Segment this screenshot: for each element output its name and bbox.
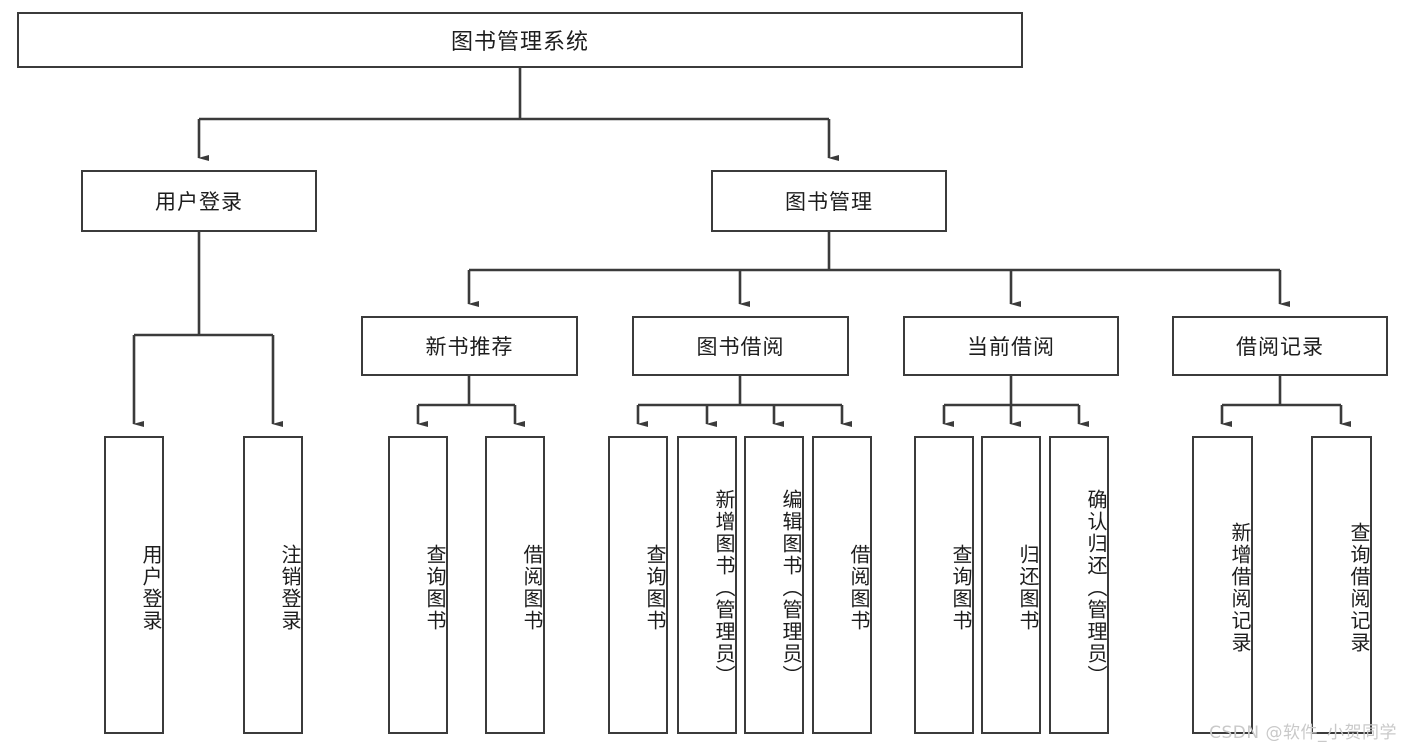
leaf-query-borrow-record[interactable]: 查询借阅记录	[1311, 436, 1372, 734]
leaf-query-book-current[interactable]: 查询图书	[914, 436, 974, 734]
node-level3-borrow-record[interactable]: 借阅记录	[1172, 316, 1388, 376]
node-level2-user-login[interactable]: 用户登录	[81, 170, 317, 232]
node-label: 新增借阅记录	[1228, 522, 1252, 654]
leaf-logout[interactable]: 注销登录	[243, 436, 303, 734]
node-label: 编辑图书（管理员）	[779, 489, 803, 687]
leaf-return-book[interactable]: 归还图书	[981, 436, 1041, 734]
leaf-borrow-book-recommend[interactable]: 借阅图书	[485, 436, 545, 734]
leaf-user-login[interactable]: 用户登录	[104, 436, 164, 734]
node-label: 查询图书	[643, 544, 667, 632]
node-label: 用户登录	[155, 190, 243, 214]
node-level3-book-borrow[interactable]: 图书借阅	[632, 316, 849, 376]
node-label: 图书管理	[785, 190, 873, 214]
leaf-edit-book-admin[interactable]: 编辑图书（管理员）	[744, 436, 804, 734]
leaf-query-book-recommend[interactable]: 查询图书	[388, 436, 448, 734]
node-label: 借阅记录	[1236, 335, 1324, 359]
watermark-text: CSDN @软件_小贺同学	[1209, 723, 1397, 743]
node-label: 图书管理系统	[450, 30, 589, 55]
node-level3-new-book-recommend[interactable]: 新书推荐	[361, 316, 578, 376]
leaf-add-book-admin[interactable]: 新增图书（管理员）	[677, 436, 737, 734]
node-label: 注销登录	[278, 544, 302, 632]
node-label: 查询图书	[949, 544, 973, 632]
node-label: 借阅图书	[847, 544, 871, 632]
leaf-add-borrow-record[interactable]: 新增借阅记录	[1192, 436, 1253, 734]
node-root[interactable]: 图书管理系统	[17, 12, 1023, 68]
node-label: 新增图书（管理员）	[712, 489, 736, 687]
leaf-confirm-return-admin[interactable]: 确认归还（管理员）	[1049, 436, 1109, 734]
leaf-borrow-book[interactable]: 借阅图书	[812, 436, 872, 734]
node-label: 用户登录	[139, 544, 163, 632]
node-label: 图书借阅	[696, 335, 785, 359]
node-label: 当前借阅	[967, 335, 1055, 359]
node-label: 新书推荐	[425, 335, 514, 359]
node-label: 确认归还（管理员）	[1084, 489, 1108, 687]
node-level3-current-borrow[interactable]: 当前借阅	[903, 316, 1119, 376]
node-label: 查询借阅记录	[1347, 522, 1371, 654]
node-label: 查询图书	[423, 544, 447, 632]
node-level2-book-management[interactable]: 图书管理	[711, 170, 947, 232]
node-label: 借阅图书	[520, 544, 544, 632]
leaf-query-book-borrow[interactable]: 查询图书	[608, 436, 668, 734]
node-label: 归还图书	[1016, 544, 1040, 632]
